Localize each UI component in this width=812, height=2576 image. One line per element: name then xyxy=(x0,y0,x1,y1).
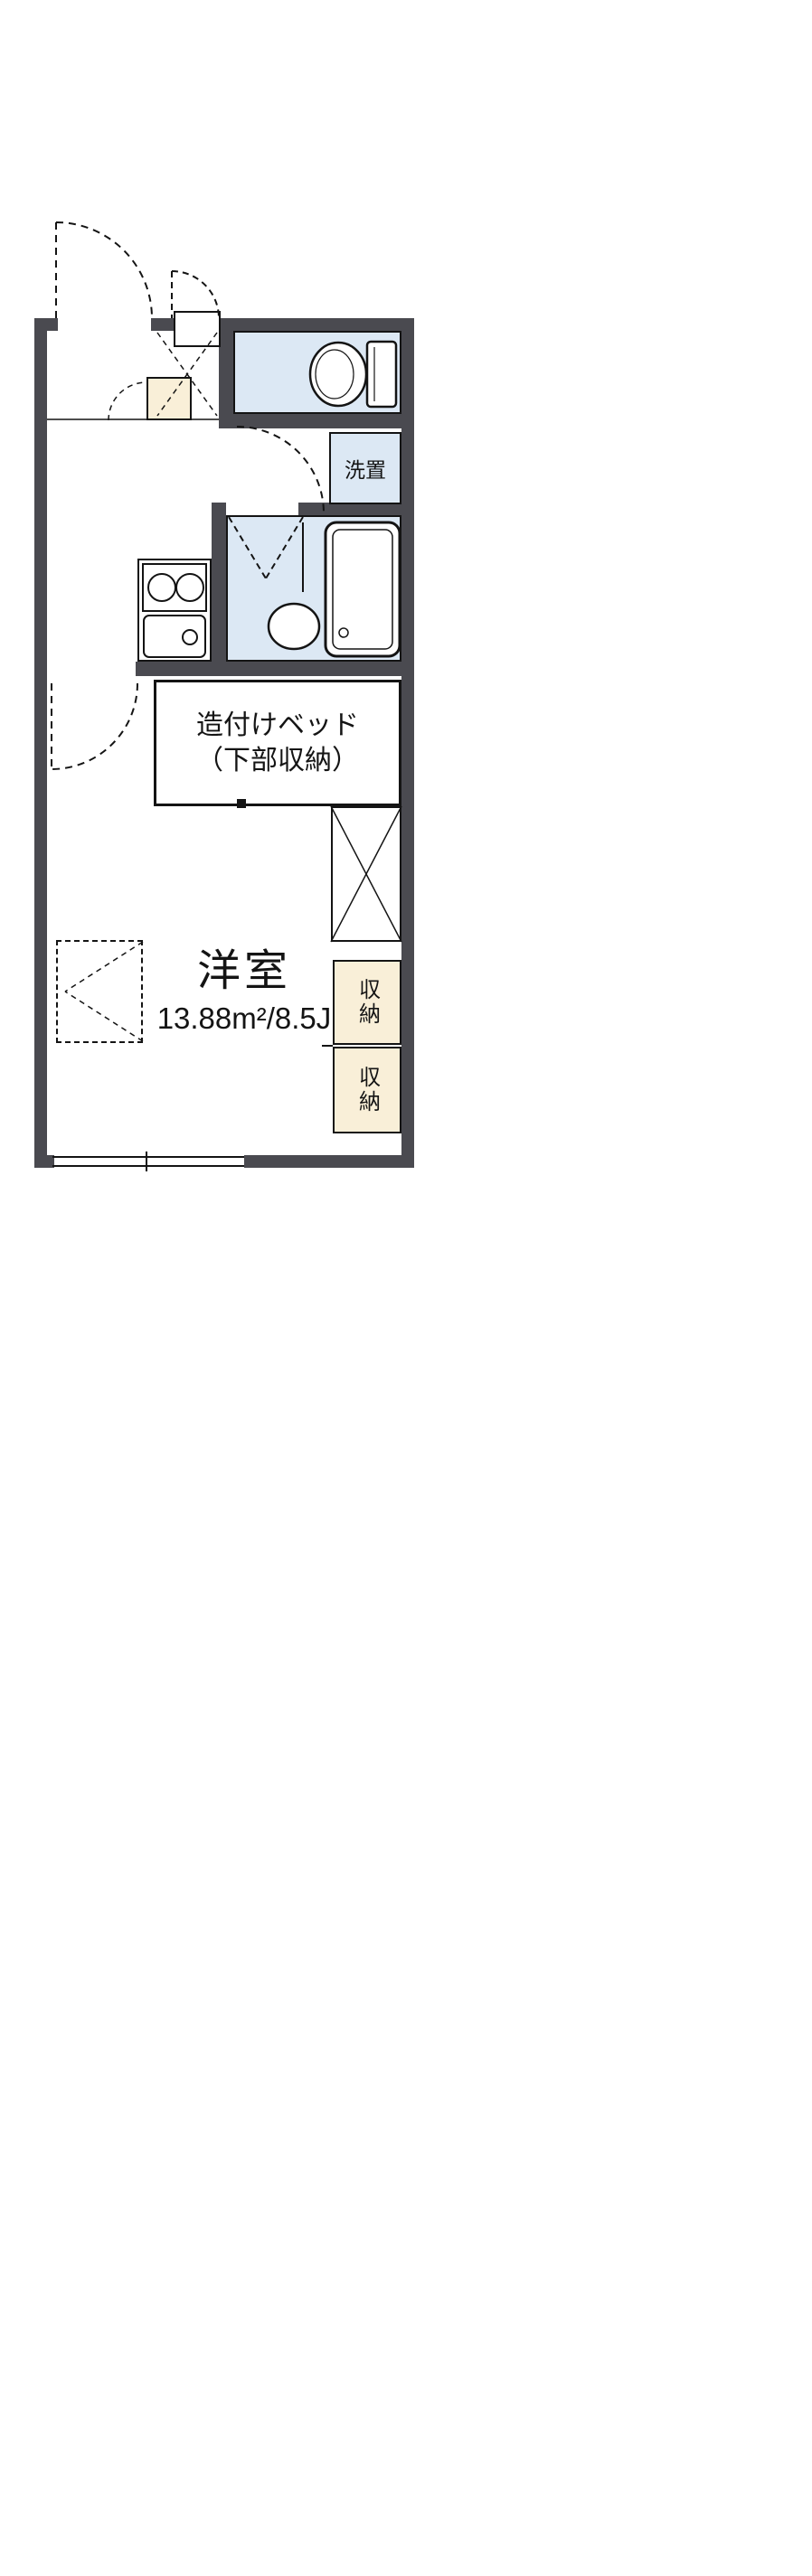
shoe-cabinet xyxy=(174,311,221,347)
closet-void xyxy=(331,806,401,942)
main-room-name: 洋室 xyxy=(196,947,291,995)
main-room-caption: 洋室 13.88m²/8.5J xyxy=(127,935,362,1036)
wall-bottom-left-stub xyxy=(34,1155,54,1168)
bathroom xyxy=(226,515,401,662)
step-door-swing-arc xyxy=(108,381,147,421)
main-room-size: 13.88m²/8.5J xyxy=(156,1001,332,1035)
kitchen-sink xyxy=(143,615,206,658)
stove-burner-left-icon xyxy=(147,573,176,602)
built-in-bed: 造付けベッド （下部収納） xyxy=(154,680,401,806)
storage-lower-label: 収納 xyxy=(354,1066,380,1114)
laundry-space: 洗置 xyxy=(329,432,401,504)
storage-lower: 収納 xyxy=(333,1047,401,1133)
stove-burner-right-icon xyxy=(175,573,204,602)
wall-mid-horizontal xyxy=(136,662,414,676)
laundry-label: 洗置 xyxy=(345,458,386,482)
wall-bath-top xyxy=(298,503,414,515)
wall-right xyxy=(401,318,414,1168)
bed-label-line2: （下部収納） xyxy=(196,746,359,776)
entrance-step xyxy=(146,377,192,420)
wall-bottom xyxy=(244,1155,414,1168)
wall-bath-left xyxy=(212,503,226,676)
wall-toilet-left xyxy=(219,318,233,428)
storage-upper: 収納 xyxy=(333,960,401,1045)
wall-left xyxy=(34,318,47,1168)
wall-toilet-bottom xyxy=(219,414,414,428)
toilet-room xyxy=(233,331,401,414)
bed-label-line1: 造付けベッド xyxy=(196,710,359,740)
storage-upper-label: 収納 xyxy=(354,978,380,1027)
washroom-door-swing-arc xyxy=(236,426,325,512)
entrance-door-swing-arc xyxy=(55,221,153,319)
sink-drain-icon xyxy=(182,629,198,645)
kitchen-counter xyxy=(137,559,212,662)
room-door-swing-arc xyxy=(51,682,138,770)
stove-top xyxy=(142,563,207,612)
